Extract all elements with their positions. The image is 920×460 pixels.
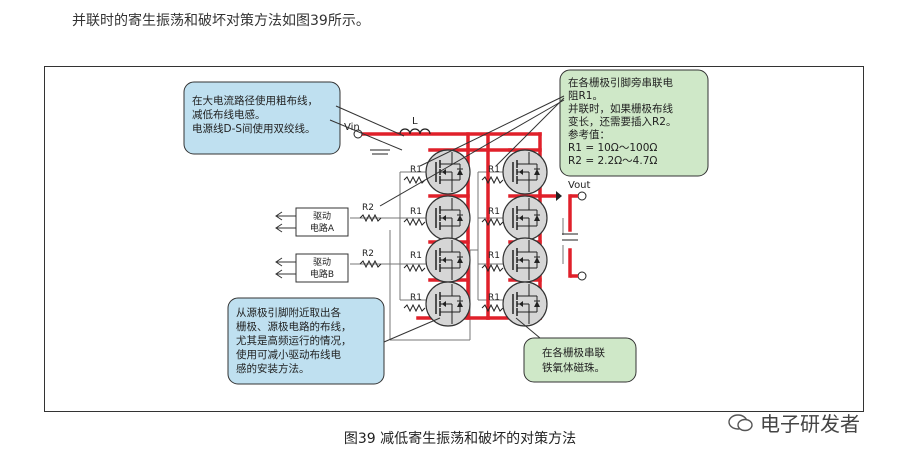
vin-label: Vin [344, 122, 360, 133]
wechat-icon [728, 413, 753, 431]
callout-tr-line2: 阻R1。 [568, 90, 603, 102]
callout-gate-resistor: 在各栅极引脚旁串联电 阻R1。 并联时，如果栅极布线 变长，还需要插入R2。 参… [379, 69, 709, 207]
r2-label-b: R2 [362, 249, 374, 259]
mosfet-1a [425, 149, 471, 195]
mosfet-2d [502, 281, 548, 327]
figure-frame [44, 66, 864, 412]
r1-label-1b: R1 [410, 207, 422, 217]
callout-tl-line2: 减低布线电感。 [192, 108, 266, 121]
r1-label-2a: R1 [488, 165, 500, 175]
resistor-r1-2d [481, 304, 504, 312]
callout-tr-line3: 并联时，如果栅极布线 [568, 102, 673, 115]
callout-source-wiring: 从源极引脚附近取出各 栅极、源极电路的布线， 尤其是高频运行的情况， 使用可减小… [227, 297, 441, 385]
figure-caption: 图39 减低寄生振荡和破坏的对策方法 [343, 431, 577, 447]
mosfet-2b [502, 195, 548, 241]
driver-a-line1: 驱动 [313, 211, 331, 222]
callout-ferrite-bead: 在各栅极串联 铁氧体磁珠。 [515, 317, 637, 383]
callout-tr-line7: R2 = 2.2Ω～4.7Ω [568, 155, 657, 167]
resistor-r1-2c [481, 264, 504, 272]
callout-bl-line3: 尤其是高频运行的情况， [236, 334, 352, 347]
driver-input-arrows [275, 211, 296, 279]
gate-wiring [350, 171, 564, 341]
intro-paragraph: 并联时的寄生振荡和破坏对策方法如图39所示。 [72, 13, 370, 29]
driver-b-line2: 电路B [310, 268, 334, 280]
resistor-r1-2a [481, 176, 504, 184]
callout-tl-line3: 电源线D-S间使用双绞线。 [192, 122, 316, 135]
driver-b-line1: 驱动 [313, 257, 331, 268]
mosfet-1c [425, 237, 471, 283]
callout-tr-line6: R1 = 10Ω～100Ω [568, 142, 657, 154]
r1-label-2d: R1 [488, 293, 500, 303]
callout-tl-line1: 在大电流路径使用粗布线， [192, 94, 318, 107]
inductor-symbol [399, 128, 431, 135]
vout-terminal [577, 191, 587, 201]
callout-wiring-advice: 在大电流路径使用粗布线， 减低布线电感。 电源线D-S间使用双绞线。 [183, 81, 405, 155]
output-diode [556, 191, 562, 201]
mosfet-1d [425, 281, 471, 327]
callout-br-line1: 在各栅极串联 [542, 346, 605, 359]
r1-label-2c: R1 [488, 251, 500, 261]
ground-terminal [577, 271, 587, 281]
resistor-r1-1d [403, 304, 426, 312]
resistor-r1-1b [403, 218, 426, 226]
watermark: 电子研发者 [728, 408, 860, 437]
r1-label-2b: R1 [488, 207, 500, 217]
callout-br-line2: 铁氧体磁珠。 [542, 361, 605, 374]
resistor-r1-2b [481, 218, 504, 226]
r1-label-1c: R1 [410, 251, 422, 261]
r1-label-1d: R1 [410, 293, 422, 303]
driver-a-line2: 电路A [310, 222, 335, 234]
callout-bl-line4: 使用可减小驱动布线电 [236, 348, 341, 361]
resistor-r1-1c [403, 264, 426, 272]
callout-bl-line2: 栅极、源极电路的布线， [236, 320, 352, 333]
driver-circuit-a: 驱动 电路A [295, 207, 349, 237]
driver-circuit-b: 驱动 电路B [295, 253, 349, 283]
output-capacitor [562, 233, 578, 241]
mosfet-1b [425, 195, 471, 241]
callout-tr-line5: 参考值： [568, 128, 610, 141]
inductor-label: L [412, 116, 418, 127]
vout-label: Vout [568, 180, 591, 191]
callout-tr-line4: 变长，还需要插入R2。 [568, 115, 676, 128]
mosfet-2c [502, 237, 548, 283]
callout-bl-line1: 从源极引脚附近取出各 [236, 306, 341, 319]
mosfet-2a [502, 149, 548, 195]
r1-label-1a: R1 [410, 165, 422, 175]
r2-label-a: R2 [362, 203, 374, 213]
callout-bl-line5: 感的安装方法。 [236, 362, 310, 375]
watermark-text: 电子研发者 [760, 412, 860, 436]
callout-tr-line1: 在各栅极引脚旁串联电 [568, 76, 673, 89]
